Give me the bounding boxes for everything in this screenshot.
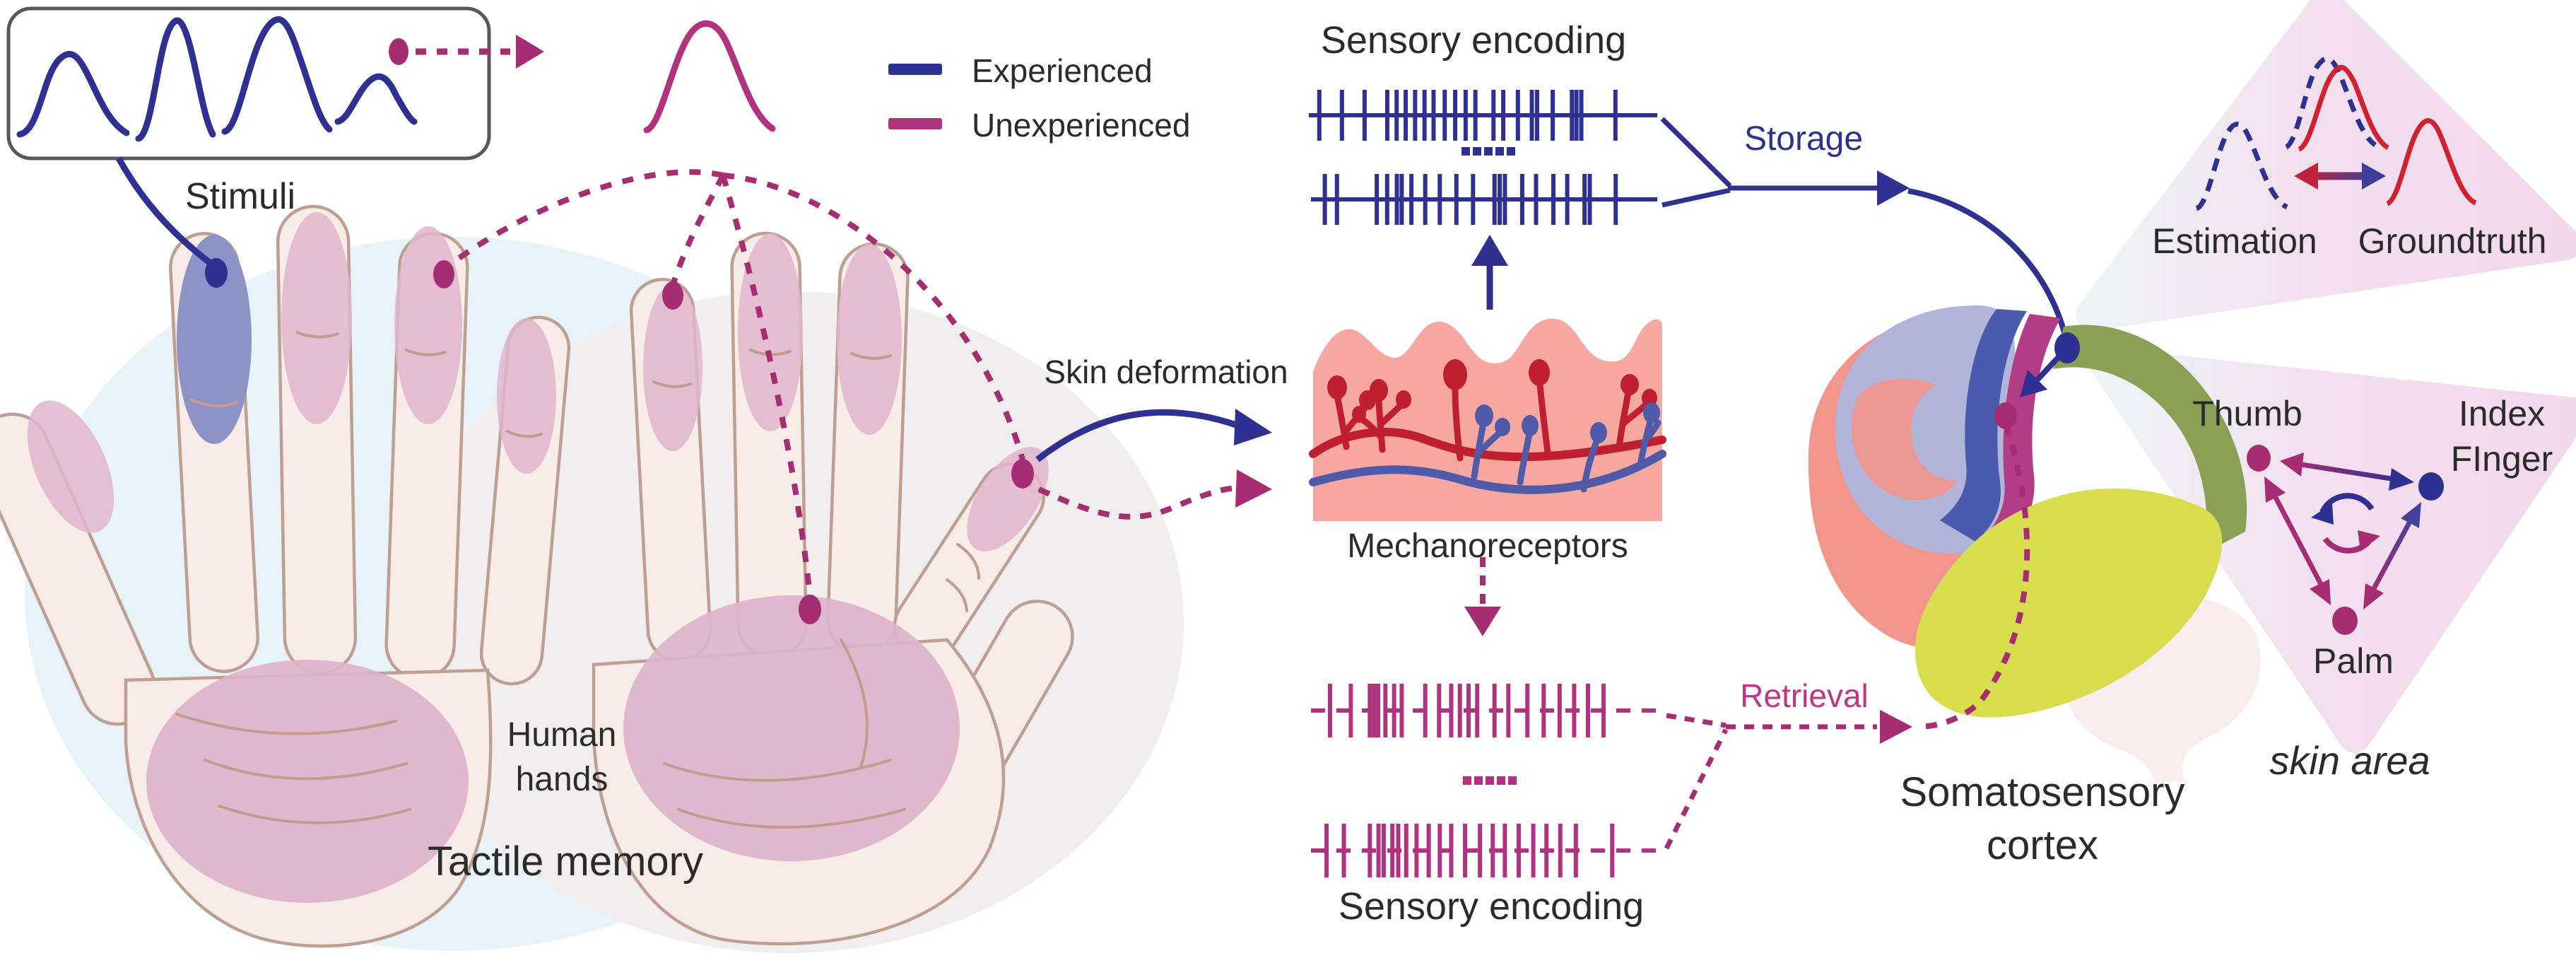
arrowhead-right bbox=[1877, 170, 1910, 206]
unexperienced-stimulus-arrow bbox=[416, 35, 544, 69]
stimuli-label: Stimuli bbox=[185, 176, 295, 217]
spike-train-unexperienced-2 bbox=[1311, 824, 1657, 877]
thumb-label: Thumb bbox=[2192, 394, 2302, 433]
index-finger-label-line1: Index bbox=[2459, 394, 2545, 433]
unexperienced-stimulus-curve bbox=[643, 20, 776, 134]
arrowhead-up bbox=[1471, 235, 1508, 266]
human-hands-illustration bbox=[0, 204, 1074, 948]
legend: Experienced Unexperienced bbox=[888, 52, 1190, 144]
palm-node-dot bbox=[2332, 607, 2358, 635]
arrowhead-right bbox=[1880, 710, 1912, 744]
spike-train-unexperienced-1 bbox=[1311, 684, 1657, 737]
right-palm-patch bbox=[623, 595, 960, 861]
unexperienced-fan-lines bbox=[450, 169, 1025, 596]
thumb-palm-arrow bbox=[2264, 477, 2331, 605]
legend-experienced-swatch bbox=[888, 64, 942, 75]
mechanoreceptors-illustration bbox=[1309, 318, 1666, 521]
overlay-groundtruth-curve bbox=[2298, 64, 2390, 152]
storage-to-retrieval-line bbox=[2035, 346, 2069, 382]
skin-area-caption: skin area bbox=[2269, 738, 2430, 783]
legend-unexperienced-label: Unexperienced bbox=[972, 107, 1190, 144]
brain-retrieval-curve bbox=[1916, 423, 2030, 730]
groundtruth-curve bbox=[2386, 118, 2477, 206]
index-node-dot bbox=[2418, 472, 2444, 501]
ellipsis-dots bbox=[1463, 776, 1517, 785]
index-finger-label-line2: FInger bbox=[2451, 439, 2553, 479]
tactile-memory-caption: Tactile memory bbox=[428, 839, 703, 884]
retrieval-arrow bbox=[1664, 713, 1877, 850]
storage-label: Storage bbox=[1744, 120, 1863, 158]
stimuli-box bbox=[6, 6, 491, 160]
blue-touch-patch bbox=[177, 235, 252, 444]
mechanoreceptors-label: Mechanoreceptors bbox=[1347, 527, 1628, 565]
groundtruth-label: Groundtruth bbox=[2358, 221, 2547, 261]
experienced-stimulus-curves bbox=[16, 16, 418, 142]
cycle-arrows bbox=[2311, 493, 2380, 554]
skin-deformation-label: Skin deformation bbox=[1044, 354, 1288, 390]
arrowhead-right bbox=[1235, 469, 1272, 508]
arrowhead-right bbox=[1234, 409, 1272, 445]
estimation-panel: Estimation Groundtruth bbox=[2152, 56, 2547, 261]
compare-double-arrow bbox=[2294, 163, 2386, 189]
somatosensory-region bbox=[1977, 314, 2061, 544]
stimuli-to-finger-curve bbox=[116, 156, 214, 267]
estimation-panel-beam bbox=[2076, 0, 2576, 331]
motor-cortex bbox=[1940, 309, 2027, 542]
sensory-encoding-top-title: Sensory encoding bbox=[1321, 19, 1626, 62]
storage-arrow bbox=[1660, 117, 2068, 337]
palm-label: Palm bbox=[2313, 641, 2394, 681]
skin-deformation-arrow-unexperienced bbox=[1037, 469, 1272, 520]
retrieval-site-dot bbox=[1994, 402, 2017, 429]
skin-deformation-arrow-experienced bbox=[1035, 409, 1272, 462]
human-hands-label-line2: hands bbox=[516, 761, 608, 798]
thumb-node-dot bbox=[2247, 445, 2271, 472]
mechano-to-retrieval-arrow bbox=[1464, 557, 1501, 636]
hand-creases bbox=[175, 331, 980, 829]
skin-area-panel: Thumb Index FInger Palm skin area bbox=[2192, 394, 2553, 783]
arrowhead-right bbox=[516, 35, 544, 69]
ellipsis-dots bbox=[1462, 147, 1515, 156]
sensory-encoding-bottom-title: Sensory encoding bbox=[1339, 885, 1644, 928]
spike-train-experienced-2 bbox=[1311, 174, 1657, 225]
legend-unexperienced-swatch bbox=[888, 118, 942, 129]
estimation-curve bbox=[2195, 122, 2288, 211]
left-palm-patch bbox=[146, 660, 469, 903]
unexperienced-site-dots bbox=[433, 260, 1034, 624]
palm-index-arrow bbox=[2363, 502, 2421, 609]
blue-receptor-bulbs bbox=[1475, 402, 1660, 443]
retrieval-label: Retrieval bbox=[1740, 677, 1869, 714]
thumb-index-arrow bbox=[2280, 452, 2414, 491]
legend-experienced-label: Experienced bbox=[972, 52, 1153, 89]
spike-train-experienced-1 bbox=[1309, 90, 1657, 141]
mechano-to-encoding-arrow bbox=[1471, 235, 1508, 310]
unexperienced-stimulus-dot bbox=[389, 38, 408, 65]
temporal-region bbox=[1915, 488, 2223, 718]
arrowhead-downleft bbox=[2020, 370, 2047, 397]
human-hands-label-line1: Human bbox=[507, 716, 617, 754]
experienced-site-dot bbox=[205, 258, 228, 288]
arrowhead-down bbox=[1464, 607, 1501, 636]
estimation-label: Estimation bbox=[2152, 221, 2317, 261]
somatosensory-cortex-label-line1: Somatosensory bbox=[1900, 769, 2185, 815]
somatosensory-cortex-label-line2: cortex bbox=[1987, 822, 2098, 868]
frontal-detail bbox=[1852, 378, 1958, 501]
brain-illustration bbox=[1808, 305, 2261, 781]
